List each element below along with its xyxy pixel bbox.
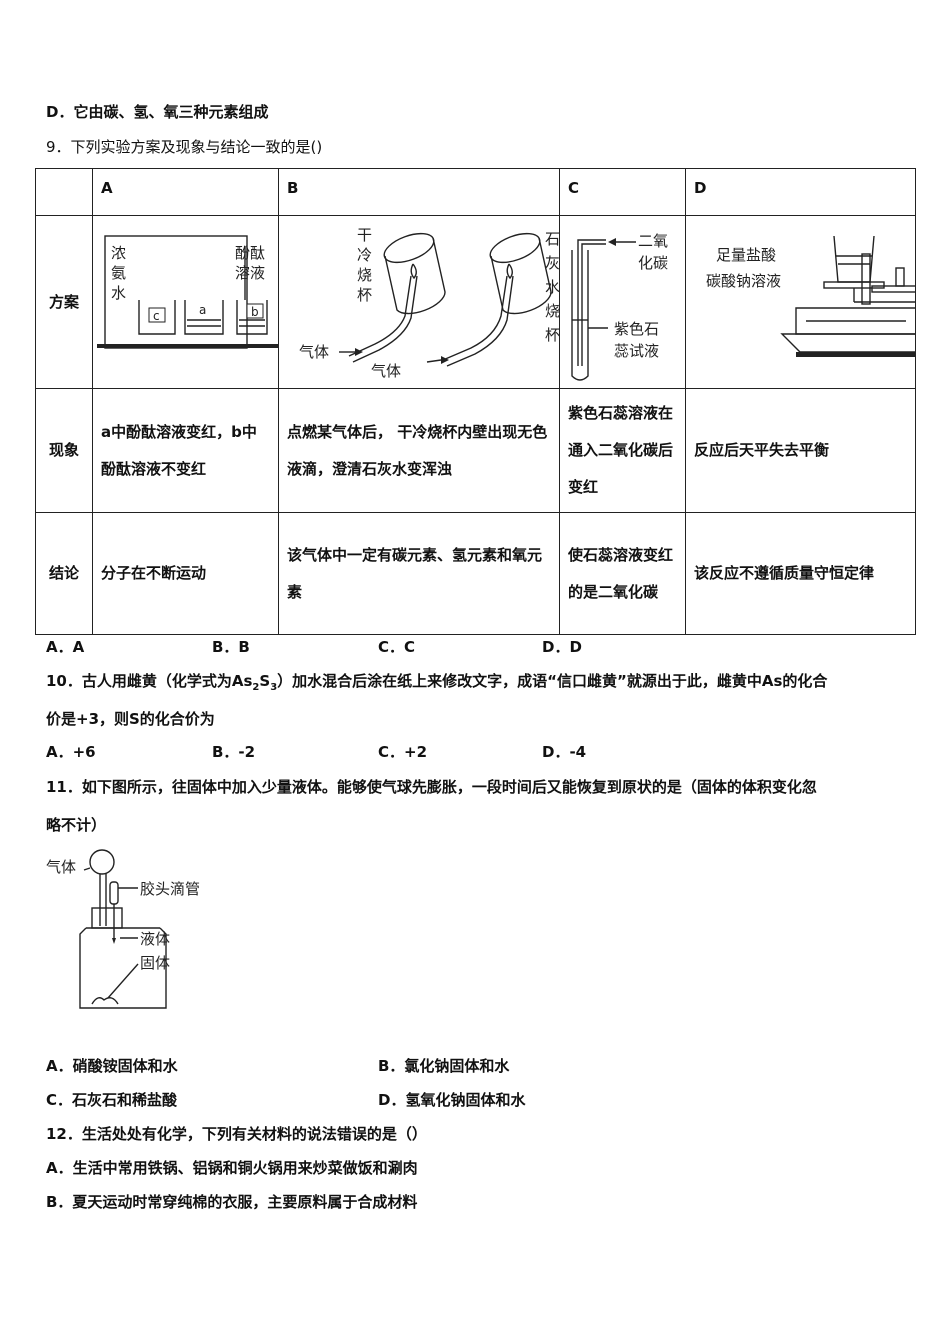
q11-option-c[interactable]: C．石灰石和稀盐酸: [46, 1091, 178, 1109]
q8-option-d: D．它由碳、氢、氧三种元素组成: [46, 103, 269, 121]
q11-stem-line2: 略不计）: [46, 816, 107, 834]
label-c-litmus-1: 紫色石: [614, 320, 659, 338]
phenomenon-c: 紫色石蕊溶液在通入二氧化碳后变红: [559, 388, 686, 513]
label-b-shao2: 烧: [545, 302, 560, 320]
label-b-shao: 烧: [357, 266, 372, 284]
phenomenon-d: 反应后天平失去平衡: [685, 388, 916, 513]
q11-stem-line1: 11．如下图所示，往固体中加入少量液体。能够使气球先膨胀，一段时间后又能恢复到原…: [46, 778, 817, 796]
q10-text-pre: 10．古人用雌黄（化学式为As: [46, 672, 253, 690]
q10-sub-2: 2: [252, 682, 260, 693]
diagram-b-cell: 干 冷 烧 杯 石 灰 水 烧 杯 气体 气体: [278, 215, 560, 389]
q11-option-a[interactable]: A．硝酸铵固体和水: [46, 1057, 178, 1075]
q11-label-gas: 气体: [46, 858, 76, 876]
diagram-d-cell: 足量盐酸 碳酸钠溶液: [685, 215, 916, 389]
diagram-c-litmus-test-tube: 二氧 化碳 紫色石 蕊试液: [571, 232, 668, 381]
q11-option-b[interactable]: B．氯化钠固体和水: [378, 1057, 510, 1075]
q10-stem-line1: 10．古人用雌黄（化学式为As2S3）加水混合后涂在纸上来修改文字，成语“信口雌…: [46, 670, 827, 693]
q9-option-d[interactable]: D．D: [542, 638, 582, 656]
q10-sub-3: 3: [270, 682, 278, 693]
row-label-phenomenon: 现象: [35, 388, 93, 513]
diagram-b-burning-gas: 干 冷 烧 杯 石 灰 水 烧 杯 气体 气体: [299, 226, 560, 380]
phenomenon-a: a中酚酞溶液变红，b中酚酞溶液不变红: [92, 388, 279, 513]
table-row-plan: 方案 浓 氨 水 酚酞 溶液: [35, 215, 916, 389]
q9-option-a[interactable]: A．A: [46, 638, 85, 656]
q12-option-a[interactable]: A．生活中常用铁锅、铝锅和铜火锅用来炒菜做饭和涮肉: [46, 1159, 418, 1177]
q11-balloon-apparatus: 气体 胶头滴管 液体 固体: [46, 849, 200, 1009]
label-d-hcl: 足量盐酸: [716, 246, 776, 264]
conclusion-d: 该反应不遵循质量守恒定律: [685, 512, 916, 635]
conclusion-a: 分子在不断运动: [92, 512, 279, 635]
row-label-conclusion: 结论: [35, 512, 93, 635]
label-a-solution: 溶液: [235, 264, 265, 282]
label-b-bei: 杯: [357, 286, 372, 304]
header-c: C: [559, 168, 686, 216]
label-b-gas-2: 气体: [371, 362, 401, 380]
q10-text-s: S: [259, 672, 271, 690]
q12-stem: 12．生活处处有化学，下列有关材料的说法错误的是（）: [46, 1125, 427, 1143]
header-b: B: [278, 168, 560, 216]
q11-label-liquid: 液体: [140, 930, 170, 948]
q10-stem-line2: 价是+3，则S的化合价为: [46, 710, 215, 728]
q11-option-d[interactable]: D．氢氧化钠固体和水: [378, 1091, 526, 1109]
diagram-d-balance: 足量盐酸 碳酸钠溶液: [706, 235, 916, 357]
conclusion-b: 该气体中一定有碳元素、氢元素和氧元素: [278, 512, 560, 635]
label-beaker-c: c: [153, 309, 160, 323]
label-b-gan: 干: [357, 226, 372, 244]
label-b-leng: 冷: [357, 246, 372, 264]
q10-option-d[interactable]: D．-4: [542, 743, 587, 761]
table-row-conclusion: 结论 分子在不断运动 该气体中一定有碳元素、氢元素和氧元素 使石蕊溶液变红的是二…: [35, 512, 916, 635]
row-label-plan: 方案: [35, 215, 93, 389]
label-c-litmus-2: 蕊试液: [614, 342, 659, 360]
q9-option-c[interactable]: C．C: [378, 638, 416, 656]
q10-option-a[interactable]: A．+6: [46, 743, 96, 761]
q11-label-solid: 固体: [140, 954, 170, 972]
label-d-na2co3: 碳酸钠溶液: [706, 272, 781, 290]
label-b-shi: 石: [545, 230, 560, 248]
label-b-bei2: 杯: [545, 326, 560, 344]
diagram-a-cell: 浓 氨 水 酚酞 溶液 c a b: [92, 215, 279, 389]
header-d: D: [685, 168, 916, 216]
q10-option-c[interactable]: C．+2: [378, 743, 428, 761]
header-blank: [35, 168, 93, 216]
label-a-shui: 水: [111, 284, 126, 302]
q9-option-b[interactable]: B．B: [212, 638, 250, 656]
label-c-co2-1: 二氧: [638, 232, 668, 250]
q12-option-b[interactable]: B．夏天运动时常穿纯棉的衣服，主要原料属于合成材料: [46, 1193, 418, 1211]
conclusion-c: 使石蕊溶液变红的是二氧化碳: [559, 512, 686, 635]
label-b-gas-1: 气体: [299, 343, 329, 361]
q11-label-dropper: 胶头滴管: [140, 880, 200, 898]
label-b-hui: 灰: [545, 254, 560, 272]
q9-stem: 9．下列实验方案及现象与结论一致的是(): [46, 138, 323, 156]
label-c-co2-2: 化碳: [638, 254, 668, 272]
q10-text-post: ）加水混合后涂在纸上来修改文字，成语“信口雌黄”就源出于此，雌黄中As的化合: [277, 672, 828, 690]
q9-experiment-table: A B C D 方案 浓 氨 水: [35, 168, 916, 635]
label-beaker-b: b: [251, 305, 259, 319]
diagram-a-ammonia-beakers: 浓 氨 水 酚酞 溶液 c a b: [97, 235, 279, 349]
table-header-row: A B C D: [35, 168, 916, 216]
phenomenon-b: 点燃某气体后， 干冷烧杯内壁出现无色液滴，澄清石灰水变浑浊: [278, 388, 560, 513]
header-a: A: [92, 168, 279, 216]
label-beaker-a: a: [199, 303, 206, 317]
q10-option-b[interactable]: B．-2: [212, 743, 256, 761]
diagram-c-cell: 二氧 化碳 紫色石 蕊试液: [559, 215, 686, 389]
label-a-an: 氨: [111, 264, 126, 282]
label-a-phenolphthalein: 酚酞: [235, 244, 265, 262]
label-a-nong: 浓: [111, 244, 126, 262]
table-row-phenomenon: 现象 a中酚酞溶液变红，b中酚酞溶液不变红 点燃某气体后， 干冷烧杯内壁出现无色…: [35, 388, 916, 513]
label-b-shui: 水: [545, 278, 560, 296]
